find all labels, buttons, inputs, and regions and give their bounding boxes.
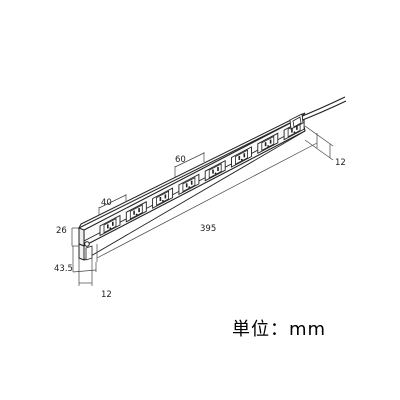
dim-label-12-right: 12 bbox=[335, 158, 346, 168]
outlet bbox=[257, 132, 279, 155]
outlet-slot bbox=[190, 180, 193, 185]
outlet-ground-hole bbox=[135, 213, 138, 216]
dimension-labels: 40 60 395 26 43.5 12 12 bbox=[54, 155, 346, 300]
outlet bbox=[152, 187, 174, 209]
dim-label-40: 40 bbox=[101, 198, 112, 208]
outlet-slot bbox=[185, 183, 188, 188]
outlet-ground-hole bbox=[267, 145, 269, 147]
outlet-slot bbox=[217, 167, 219, 171]
outlet-slot bbox=[159, 197, 162, 201]
dim-label-12-left: 12 bbox=[101, 290, 112, 300]
outlet bbox=[125, 201, 147, 223]
outlet-slot bbox=[243, 153, 246, 158]
outlet-ground-hole bbox=[214, 172, 217, 175]
dim-label-26: 26 bbox=[56, 226, 67, 236]
outlet-slot bbox=[112, 221, 114, 226]
outlet-slot bbox=[138, 208, 140, 213]
dimension-lines bbox=[71, 125, 334, 286]
outlet-ground-hole bbox=[109, 227, 112, 230]
outlet bbox=[99, 214, 121, 237]
outlet-slot bbox=[107, 224, 109, 229]
outlet-slot bbox=[238, 155, 241, 160]
outlet bbox=[231, 146, 252, 168]
dim-label-60: 60 bbox=[175, 155, 186, 165]
outlet bbox=[204, 159, 226, 182]
outlet-slot bbox=[291, 128, 293, 133]
outlet-slot bbox=[212, 169, 214, 174]
outlet-row bbox=[99, 118, 305, 237]
outlet-slot bbox=[264, 142, 267, 147]
outlet-ground-hole bbox=[240, 158, 243, 161]
outlet bbox=[178, 173, 200, 196]
outlet-ground-hole bbox=[162, 199, 164, 202]
outlet-slot bbox=[296, 125, 298, 130]
dim-label-395: 395 bbox=[200, 224, 216, 234]
outlet-slot bbox=[164, 194, 167, 199]
unit-label: 単位：mm bbox=[232, 319, 327, 340]
outlet-ground-hole bbox=[188, 186, 191, 189]
outlet-slot bbox=[133, 210, 135, 215]
dim-label-43-5: 43.5 bbox=[54, 264, 73, 274]
outlet-ground-hole bbox=[293, 131, 296, 134]
outlet-slot bbox=[269, 139, 272, 144]
end-switch bbox=[289, 113, 304, 130]
